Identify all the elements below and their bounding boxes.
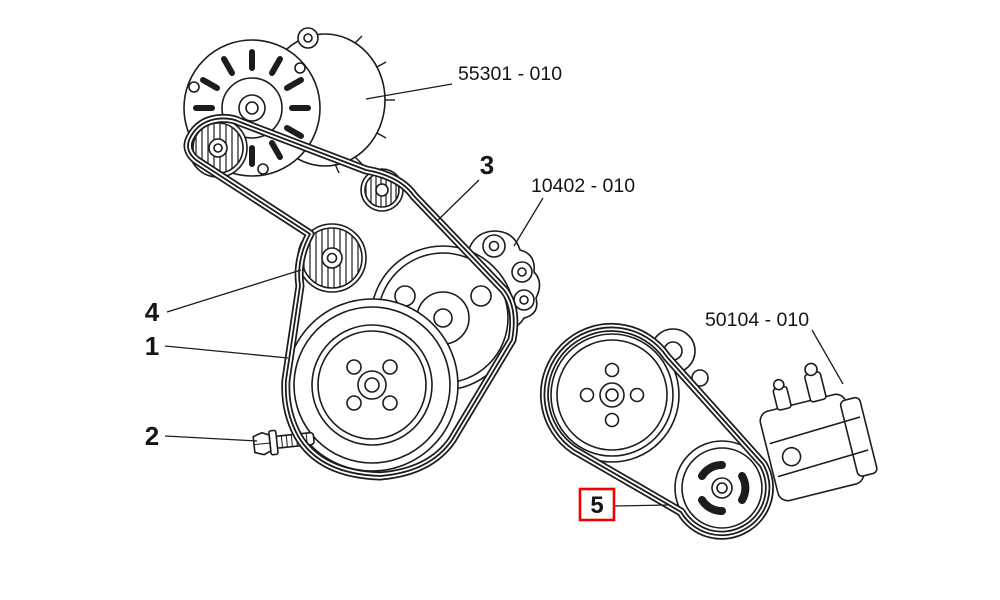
callout-5-highlight-box — [578, 487, 616, 522]
leader-line-water-pump — [513, 197, 544, 247]
leader-line-compressor — [811, 329, 844, 385]
callout-4-label[interactable]: 4 — [145, 297, 160, 327]
leader-line-ac-belt — [614, 504, 669, 507]
ac-pulley-slots — [698, 461, 750, 515]
alternator-fins — [334, 35, 395, 174]
part-number-alternator[interactable]: 55301 - 010 — [458, 63, 562, 85]
crankshaft-pulley-drawing — [285, 298, 459, 472]
callout-5-label: 5 — [590, 492, 603, 519]
ac-compressor-drawing — [759, 362, 878, 502]
callout-3-label[interactable]: 3 — [480, 150, 494, 180]
part-number-compressor[interactable]: 50104 - 010 — [705, 309, 809, 331]
callout-1-label[interactable]: 1 — [145, 331, 159, 361]
callout-labels: 55301 - 010 3 10402 - 010 4 1 2 50104 - … — [145, 63, 809, 522]
leader-line-tensioner — [166, 269, 302, 313]
leader-line-crank-pulley — [164, 345, 289, 359]
callout-5[interactable]: 5 — [578, 487, 616, 522]
leader-line-accessory-belt — [436, 179, 480, 222]
ac-crankshaft-pulley-drawing — [544, 327, 680, 463]
callout-2-label[interactable]: 2 — [145, 421, 159, 451]
leader-lines — [164, 83, 844, 507]
tensioner-pulley-drawing — [297, 223, 367, 293]
leader-line-alternator — [365, 83, 453, 100]
leader-line-bolt — [164, 435, 258, 442]
part-number-water-pump[interactable]: 10402 - 010 — [531, 175, 635, 197]
